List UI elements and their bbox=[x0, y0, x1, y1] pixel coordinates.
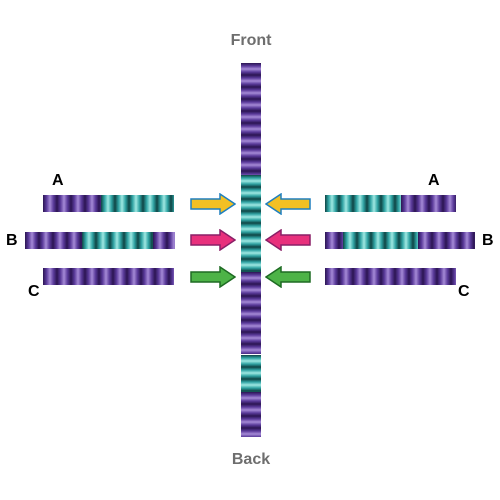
strand-b-right bbox=[325, 232, 475, 249]
strand-a-right bbox=[325, 195, 456, 212]
arrow-icon-yellow-right bbox=[265, 193, 311, 215]
row-label-c-right: C bbox=[458, 283, 470, 300]
row-label-b-left: B bbox=[6, 232, 18, 249]
central-strand bbox=[241, 63, 261, 437]
arrow-icon-pink-right bbox=[265, 229, 311, 251]
strand-c-left bbox=[43, 268, 174, 285]
arrow-icon-green-right bbox=[265, 266, 311, 288]
arrow-icon-yellow-left bbox=[190, 193, 236, 215]
strand-b-left bbox=[25, 232, 175, 249]
row-label-c-left: C bbox=[28, 283, 40, 300]
front-label: Front bbox=[230, 32, 272, 49]
arrow-icon-pink-left bbox=[190, 229, 236, 251]
back-label: Back bbox=[231, 451, 271, 468]
row-label-b-right: B bbox=[482, 232, 494, 249]
row-label-a-left: A bbox=[52, 172, 64, 189]
row-label-a-right: A bbox=[428, 172, 440, 189]
strand-a-left bbox=[43, 195, 174, 212]
strand-c-right bbox=[325, 268, 456, 285]
arrow-icon-green-left bbox=[190, 266, 236, 288]
